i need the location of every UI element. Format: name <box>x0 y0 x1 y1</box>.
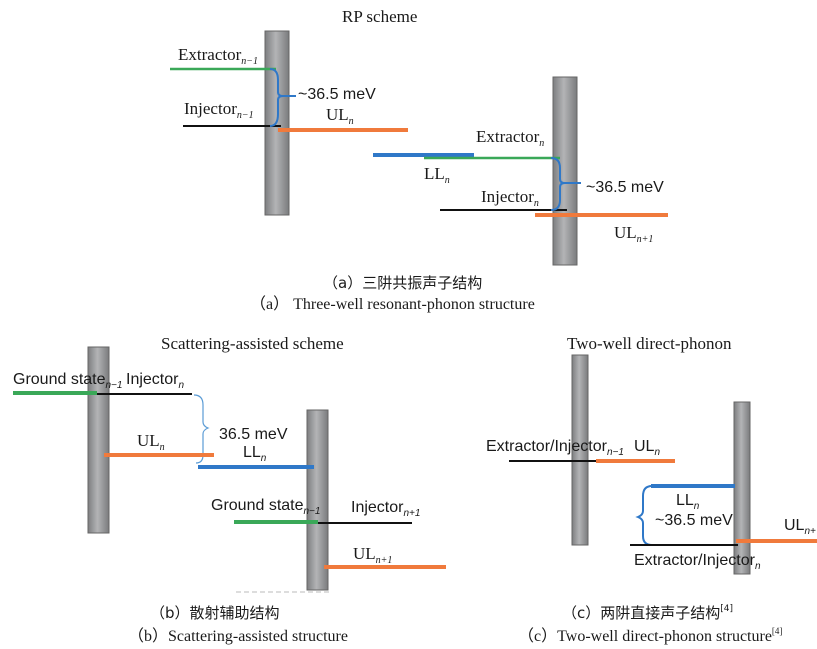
energy-bracket-c <box>635 485 653 546</box>
label-extinj-n: Extractor/Injectorn <box>634 552 761 572</box>
panel-a-title: RP scheme <box>342 7 418 26</box>
barrier-c2 <box>733 401 751 575</box>
caption-a-zh: （a）三阱共振声子结构 <box>323 274 483 292</box>
label-injector-n-b: Injectorn <box>126 371 185 391</box>
caption-b-en: （b）Scattering-assisted structure <box>128 628 348 645</box>
label-ul-n-a: ULn <box>326 105 354 127</box>
label-ul-n-c: ULn <box>634 438 661 458</box>
barrier-c1 <box>571 354 589 546</box>
panel-b-title: Scattering-assisted scheme <box>161 334 344 353</box>
label-injector-prev: Injectorn−1 <box>184 99 254 121</box>
label-ul-next-b: ULn+1 <box>353 544 393 566</box>
label-ll-n-a: LLn <box>424 164 450 186</box>
label-energy-a2: ~36.5 meV <box>586 179 664 196</box>
label-ul-next-a: ULn+1 <box>614 223 654 245</box>
caption-c-zh: （c）两阱直接声子结构[4] <box>562 604 733 622</box>
caption-b-zh: （b）散射辅助结构 <box>150 604 280 622</box>
label-ul-next-c: ULn+ <box>784 517 816 537</box>
label-extractor-prev: Extractorn−1 <box>178 45 258 67</box>
label-energy-c: ~36.5 meV <box>655 512 733 529</box>
label-injector-n-a: Injectorn <box>481 187 539 209</box>
barrier-b2 <box>306 409 329 591</box>
barrier-a2 <box>552 76 578 266</box>
label-energy-a1: ~36.5 meV <box>298 86 376 103</box>
label-ground-2: Ground staten−1 <box>211 497 321 517</box>
label-extractor-n: Extractorn <box>476 127 545 149</box>
panel-c-title: Two-well direct-phonon <box>567 334 732 353</box>
label-energy-b: 36.5 meV <box>219 426 288 443</box>
label-extinj-prev: Extractor/Injectorn−1 <box>486 438 624 458</box>
caption-c-en: （c）Two-well direct-phonon structure[4] <box>518 626 783 645</box>
label-ll-n-c: LLn <box>676 492 700 512</box>
label-ground-prev: Ground staten−1 <box>13 371 123 391</box>
label-ll-n-b: LLn <box>243 444 267 464</box>
label-ul-n-b: ULn <box>137 431 165 453</box>
caption-a-en: （a） Three-well resonant-phonon structure <box>250 296 535 313</box>
label-injector-next-b: Injectorn+1 <box>351 499 421 519</box>
